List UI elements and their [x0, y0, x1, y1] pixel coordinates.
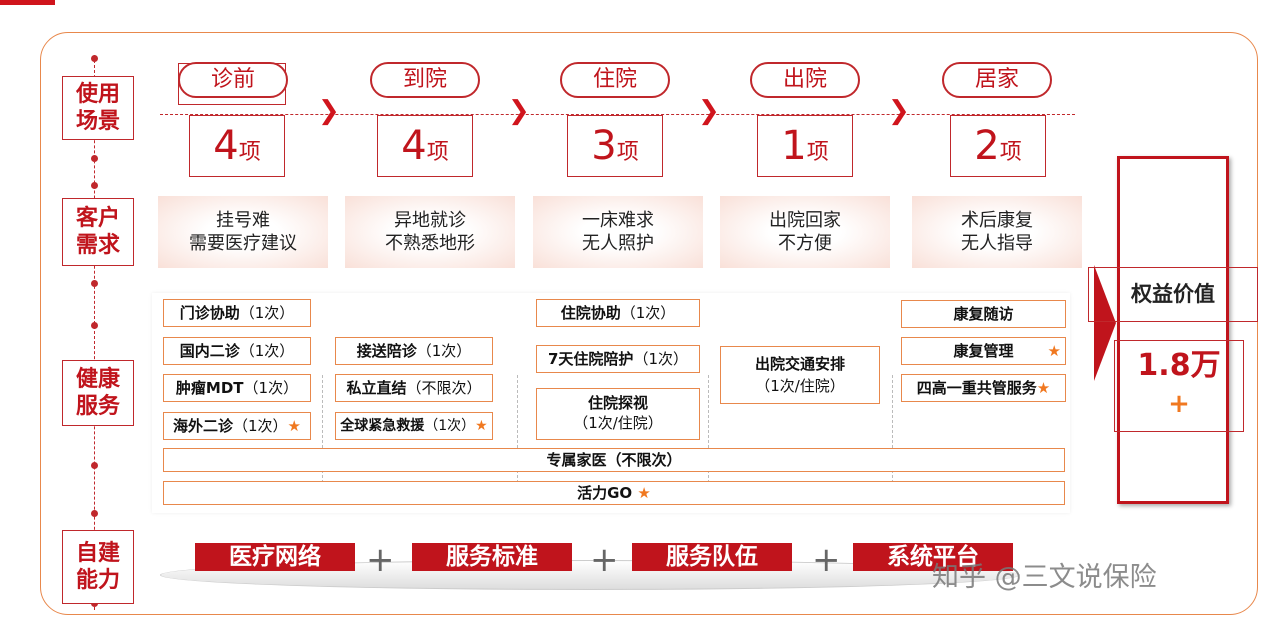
- need-text: 无人指导: [961, 233, 1033, 254]
- service-item: 住院协助（1次）: [536, 299, 700, 327]
- need-1: 挂号难需要医疗建议: [158, 196, 328, 268]
- timeline-dot: [91, 510, 98, 517]
- stage-pill-3: 住院: [560, 62, 670, 98]
- top-accent-bar: [0, 0, 55, 5]
- timeline-dot: [91, 182, 98, 189]
- stage-count-1: 4项: [189, 115, 285, 177]
- timeline-dot: [91, 322, 98, 329]
- plus-icon: +: [1168, 389, 1190, 419]
- service-item: 7天住院陪护（1次）: [536, 345, 700, 373]
- column-divider: [892, 375, 893, 493]
- need-5: 术后康复无人指导: [912, 196, 1082, 268]
- count-unit: 项: [806, 140, 829, 165]
- stage-count-5: 2项: [950, 115, 1046, 177]
- chevron-right-icon: ❯: [508, 96, 530, 126]
- chevron-right-icon: ❯: [698, 96, 720, 126]
- count-unit: 项: [999, 140, 1022, 165]
- count-unit: 项: [426, 140, 449, 165]
- row-label-services: 健康服务: [62, 360, 134, 426]
- count-value: 1: [781, 123, 807, 169]
- service-item: 接送陪诊（1次）: [335, 337, 493, 365]
- watermark: 知乎 @三文说保险: [932, 562, 1157, 593]
- need-text: 异地就诊: [394, 210, 466, 231]
- column-divider: [322, 375, 323, 493]
- need-2: 异地就诊不熟悉地形: [345, 196, 515, 268]
- stage-count-2: 4项: [377, 115, 473, 177]
- capability-3: 服务队伍: [632, 543, 792, 571]
- timeline-dot: [91, 155, 98, 162]
- service-item: 全球紧急救援（1次）★: [335, 412, 493, 440]
- stage-pill-1: 诊前: [178, 62, 288, 98]
- service-item: 四高一重共管服务★: [901, 374, 1066, 402]
- row-label-ability: 自建能力: [62, 530, 134, 604]
- timeline-dot: [91, 55, 98, 62]
- timeline-dot: [91, 462, 98, 469]
- stage-pill-2: 到院: [370, 62, 480, 98]
- timeline-line: [94, 55, 95, 610]
- value-box: 1.8万 +: [1114, 340, 1244, 432]
- need-3: 一床难求无人照护: [533, 196, 703, 268]
- service-item: 活力GO ★: [163, 481, 1065, 505]
- count-value: 2: [974, 123, 1000, 169]
- stage-divider: [160, 114, 1075, 115]
- star-icon: ★: [475, 418, 488, 434]
- value-panel: [1117, 156, 1229, 504]
- need-text: 挂号难: [216, 210, 270, 231]
- star-icon: ★: [1036, 379, 1051, 397]
- service-item: 私立直结（不限次）: [335, 374, 493, 402]
- service-item: 海外二诊（1次）★: [163, 412, 311, 440]
- capability-1: 医疗网络: [195, 543, 355, 571]
- column-divider: [708, 375, 709, 493]
- star-icon: ★: [1047, 342, 1061, 360]
- service-item: 国内二诊（1次）: [163, 337, 311, 365]
- star-icon: ★: [637, 484, 651, 502]
- service-item: 住院探视（1次/住院）: [536, 388, 700, 440]
- capability-2: 服务标准: [412, 543, 572, 571]
- capability-4: 系统平台: [853, 543, 1013, 571]
- service-item: 康复随访: [901, 300, 1066, 328]
- row-label-text: 自建能力: [75, 541, 120, 593]
- row-label-text: 健康服务: [75, 367, 120, 419]
- service-item: 出院交通安排（1次/住院）: [720, 346, 880, 404]
- need-text: 不熟悉地形: [385, 233, 475, 254]
- service-item: 门诊协助（1次）: [163, 299, 311, 327]
- value-title: 权益价值: [1088, 267, 1258, 322]
- arrow-icon: [1094, 265, 1116, 381]
- need-4: 出院回家不方便: [720, 196, 890, 268]
- need-text: 术后康复: [961, 210, 1033, 231]
- chevron-right-icon: ❯: [318, 96, 340, 126]
- diagram-frame: [40, 32, 1258, 615]
- star-icon: ★: [287, 417, 301, 435]
- need-text: 需要医疗建议: [189, 233, 297, 254]
- stage-pill-5: 居家: [942, 62, 1052, 98]
- service-item: 肿瘤MDT（1次）: [163, 374, 311, 402]
- need-text: 不方便: [778, 233, 832, 254]
- count-unit: 项: [238, 140, 261, 165]
- chevron-right-icon: ❯: [888, 96, 910, 126]
- need-text: 出院回家: [769, 210, 841, 231]
- count-unit: 项: [616, 140, 639, 165]
- plus-icon: +: [590, 540, 619, 580]
- row-label-scene: 使用场景: [62, 76, 134, 140]
- row-label-needs: 客户需求: [62, 198, 134, 266]
- timeline-dot: [91, 280, 98, 287]
- stage-pill-4: 出院: [750, 62, 860, 98]
- column-divider: [517, 375, 518, 493]
- plus-icon: +: [366, 540, 395, 580]
- count-value: 4: [401, 123, 427, 169]
- row-label-text: 使用场景: [75, 82, 120, 134]
- row-label-text: 客户需求: [75, 206, 120, 258]
- count-value: 3: [591, 123, 617, 169]
- need-text: 一床难求: [582, 210, 654, 231]
- value-amount: 1.8万: [1137, 348, 1221, 383]
- count-value: 4: [213, 123, 239, 169]
- stage-count-3: 3项: [567, 115, 663, 177]
- plus-icon: +: [812, 540, 841, 580]
- service-item: 专属家医（不限次）: [163, 448, 1065, 472]
- service-item: 康复管理★: [901, 337, 1066, 365]
- stage-count-4: 1项: [757, 115, 853, 177]
- need-text: 无人照护: [582, 233, 654, 254]
